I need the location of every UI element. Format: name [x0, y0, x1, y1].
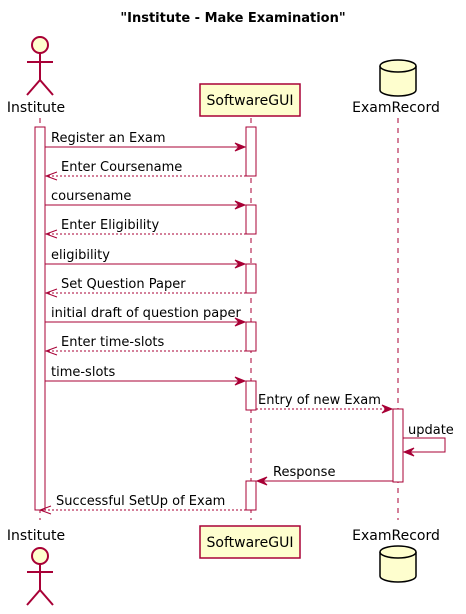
- gui-activation-6: [245, 480, 257, 511]
- message-label: Enter time-slots: [61, 335, 165, 350]
- message-label: eligibility: [51, 248, 110, 263]
- diagram-title: "Institute - Make Examination": [120, 11, 345, 26]
- arrowhead: [234, 142, 247, 152]
- record-label-top: ExamRecord: [352, 100, 440, 116]
- gui-activation-5: [245, 380, 257, 411]
- message-label: Set Question Paper: [61, 277, 186, 292]
- message-label: update: [408, 423, 454, 438]
- gui-box-top: [199, 83, 301, 117]
- message-label: coursename: [51, 189, 131, 204]
- message-label: Enter Eligibility: [61, 218, 160, 233]
- gui-label-top: SoftwareGUI: [207, 93, 294, 109]
- gui-label-bottom: SoftwareGUI: [207, 535, 294, 551]
- message-label: Successful SetUp of Exam: [56, 494, 225, 509]
- arrowhead: [234, 376, 247, 386]
- message-label: Entry of new Exam: [258, 393, 381, 408]
- gui-activation-2: [245, 204, 257, 235]
- message-label: Response: [273, 465, 335, 480]
- institute-label-top: Institute: [7, 100, 65, 116]
- arrowhead: [44, 171, 58, 181]
- record-activation: [392, 408, 404, 483]
- arrowhead: [234, 317, 247, 327]
- record-label-bottom: ExamRecord: [352, 528, 440, 544]
- record-database-bottom: [379, 545, 417, 583]
- arrowhead: [234, 200, 247, 210]
- arrowhead: [234, 259, 247, 269]
- arrowhead: [255, 476, 268, 486]
- arrowhead: [381, 404, 394, 414]
- gui-activation-1: [245, 126, 257, 177]
- arrowhead: [38, 505, 52, 515]
- institute-activation: [34, 126, 46, 511]
- institute-actor-top: [26, 36, 54, 96]
- gui-activation-4: [245, 321, 257, 352]
- record-database-top: [379, 59, 417, 97]
- message-arrow: [403, 437, 446, 453]
- arrowhead: [44, 229, 58, 239]
- gui-box-bottom: [199, 525, 301, 559]
- institute-label-bottom: Institute: [7, 528, 65, 544]
- message-label: Register an Exam: [51, 131, 166, 146]
- institute-actor-bottom: [26, 547, 54, 606]
- message-label: Enter Coursename: [61, 160, 182, 175]
- arrowhead: [44, 346, 58, 356]
- message-label: time-slots: [51, 365, 115, 380]
- arrowhead: [44, 288, 58, 298]
- arrowhead: [402, 447, 415, 457]
- message-label: initial draft of question paper: [51, 306, 241, 321]
- gui-activation-3: [245, 263, 257, 294]
